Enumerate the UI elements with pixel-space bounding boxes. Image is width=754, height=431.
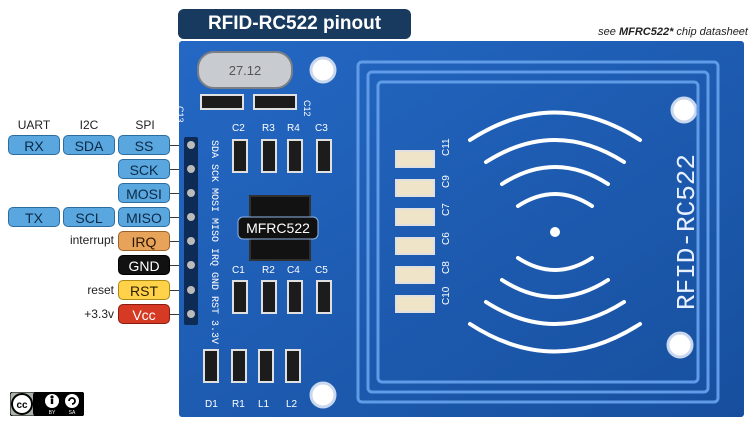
cap-c12-label: C12 [302,100,312,117]
svg-text:C9: C9 [441,175,452,188]
cap-column [395,150,435,313]
datasheet-note: see MFRC522* chip datasheet [520,26,748,38]
note-prefix: see [598,26,619,38]
bottom-components: D1 R1 L1 L2 [205,399,298,410]
pin-rx: RX [8,135,60,155]
svg-text:D1: D1 [205,399,218,410]
svg-text:L1: L1 [258,399,270,410]
mount-hole-top-left [309,56,337,84]
svg-text:C4: C4 [287,265,300,276]
svg-text:C6: C6 [441,232,452,245]
note-chip: MFRC522* [618,26,674,38]
svg-text:R4: R4 [287,123,300,134]
svg-text:R1: R1 [232,399,245,410]
svg-text:R2: R2 [262,265,275,276]
pcb [179,41,744,417]
svg-text:BY: BY [49,410,56,416]
spi-header: SPI [135,118,155,132]
svg-text:R3: R3 [262,123,275,134]
rf-waves [468,110,642,354]
pin-tx: TX [8,207,60,227]
cap-column-labels: C11 C9 C7 C6 C8 C10 [441,138,452,305]
svg-text:cc: cc [16,400,28,411]
bottom-parts [203,349,301,383]
svg-text:C10: C10 [441,286,452,305]
pin-sda: SDA [63,135,115,155]
svg-text:C8: C8 [441,261,452,274]
mount-hole-bottom-right [666,331,694,359]
svg-text:C2: C2 [232,123,245,134]
mount-hole-bottom-left [309,381,337,409]
uart-header: UART [17,118,51,132]
svg-text:C1: C1 [232,265,245,276]
top-parts [232,139,332,173]
pin-irq: IRQ [118,231,170,251]
pin-mosi: MOSI [118,183,170,203]
pin-miso: MISO [118,207,170,227]
chip-label: MFRC522 [246,220,310,236]
svg-text:C7: C7 [441,203,452,216]
top-components: C2 R3 R4 C3 [232,123,328,134]
mount-hole-top-right [670,96,698,124]
crystal-label: 27.12 [229,63,262,78]
pin-vcc: Vcc [118,304,170,324]
sa-icon [65,394,79,408]
antenna-traces [356,60,720,404]
mid-components: C1 R2 C4 C5 [232,265,328,276]
pin-ss: SS [118,135,170,155]
crystal [197,51,293,89]
note-suffix: chip datasheet [673,26,748,38]
mid-parts [232,280,332,314]
svg-text:C3: C3 [315,123,328,134]
cc-icon [11,393,33,415]
svg-text:SA: SA [69,410,76,416]
svg-text:L2: L2 [286,399,298,410]
pin-gnd: GND [118,255,170,275]
pin-sck: SCK [118,159,170,179]
interrupt-label: interrupt [69,233,114,247]
svg-text:C5: C5 [315,265,328,276]
rf-center-dot [550,227,560,237]
cap-c13-label: C13 [175,106,185,123]
antenna-label: RFID-RC522 [672,154,702,310]
i2c-header: I2C [79,118,99,132]
header-pins [184,137,198,325]
reset-label: reset [87,283,114,297]
cc-license-badge: cc BY SA [10,392,84,416]
vcc-side-label: +3.3v [84,307,114,321]
pin-rst: RST [118,280,170,300]
pin-scl: SCL [63,207,115,227]
svg-text:C11: C11 [441,138,452,156]
page-title: RFID-RC522 pinout [178,9,411,39]
header-silkscreen: SDA SCK MOSI MISO IRQ GND RST 3.3V [208,140,219,344]
